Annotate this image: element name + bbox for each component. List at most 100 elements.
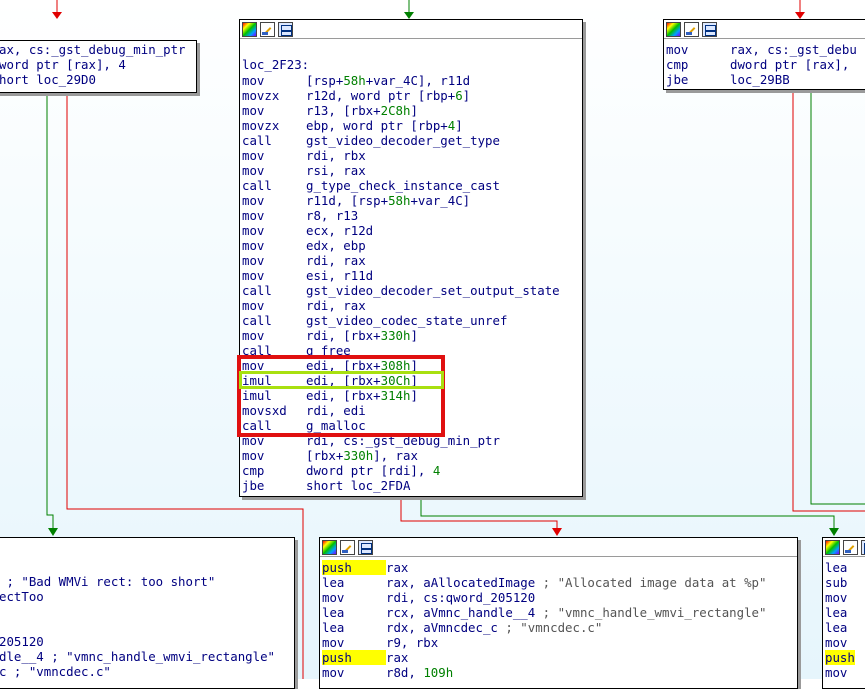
instruction-line[interactable]: sub [825, 575, 855, 590]
instruction-line[interactable]: push [825, 650, 855, 665]
edge-green [46, 92, 54, 530]
instruction-line[interactable]: hort loc_29D0 [0, 72, 186, 87]
operands: ecx, r12d [306, 223, 374, 238]
instruction-line[interactable]: word ptr [rax], 4 [0, 57, 186, 72]
mnemonic: mov [242, 163, 265, 178]
edge-red [66, 92, 304, 679]
color-palette-icon[interactable] [242, 21, 257, 37]
mnemonic: cmp [666, 57, 689, 72]
instruction-line[interactable]: mov[rsp+58h+var_4C], r11d [242, 73, 560, 88]
mnemonic: 205120 [0, 634, 44, 649]
mnemonic: mov [242, 208, 265, 223]
operands: rsi, rax [306, 163, 366, 178]
mnemonic: mov [242, 193, 265, 208]
mnemonic: call [242, 283, 272, 298]
color-palette-icon[interactable] [825, 539, 840, 555]
instruction-line[interactable]: c ; "vmncdec.c" [0, 664, 275, 679]
instruction-line[interactable] [0, 559, 275, 574]
instruction-line[interactable]: mov rsi, rax [242, 163, 560, 178]
color-palette-icon[interactable] [322, 539, 337, 555]
instruction-line[interactable]: lea [825, 560, 855, 575]
operands: esi, r11d [306, 268, 374, 283]
mnemonic: lea [322, 605, 345, 620]
operands: loc_29BB [730, 72, 790, 87]
instruction-line[interactable]: lea [825, 605, 855, 620]
instruction-line[interactable]: lea [825, 620, 855, 635]
group-nodes-icon[interactable] [702, 21, 717, 37]
operands: dword ptr [rax], [730, 57, 850, 72]
rename-node-icon[interactable] [843, 539, 858, 555]
arrowhead-green [404, 12, 414, 19]
instruction-line[interactable]: ax, cs:_gst_debug_min_ptr [0, 42, 186, 57]
instruction-line[interactable]: mov [825, 590, 855, 605]
rename-node-icon[interactable] [340, 539, 355, 555]
instruction-line[interactable]: cmp dword ptr [rax], [666, 57, 857, 72]
group-nodes-icon[interactable] [358, 539, 373, 555]
instruction-line[interactable]: dle__4 ; "vmnc_handle_wmvi_rectangle" [0, 649, 275, 664]
mnemonic: cmp [242, 463, 265, 478]
rename-node-icon[interactable] [684, 21, 699, 37]
mnemonic: mov [322, 590, 345, 605]
group-nodes-icon[interactable] [861, 539, 865, 555]
instruction-line[interactable] [0, 619, 275, 634]
instruction-line[interactable]: mov [825, 665, 855, 680]
instruction-line[interactable]: ectToo [0, 589, 275, 604]
rename-node-icon[interactable] [260, 21, 275, 37]
operands: rax, aAllocatedImage ; "Allocated image … [386, 575, 767, 590]
graph-node-bottom-left[interactable]: ; "Bad WMVi rect: too short"ectToo 205120… [0, 537, 295, 689]
operands: rdi, [rbx+330h] [306, 328, 418, 343]
color-palette-icon[interactable] [666, 21, 681, 37]
operands: ebp, word ptr [rbp+4] [306, 118, 463, 133]
operands: edi, [rbx+314h] [306, 388, 418, 403]
mnemonic: dle__4 ; "vmnc_handle_wmvi_rectangle" [0, 649, 276, 664]
instruction-line[interactable] [0, 604, 275, 619]
node-titlebar [320, 538, 797, 557]
mnemonic: lea [825, 620, 848, 635]
instruction-line[interactable]: mov [825, 635, 855, 650]
operands: short loc_2FDA [306, 478, 411, 493]
group-nodes-icon[interactable] [278, 21, 293, 37]
instruction-line[interactable]: mov[rbx+330h], rax [242, 448, 560, 463]
instruction-line[interactable]: 205120 [0, 634, 275, 649]
instruction-line[interactable]: ; "Bad WMVi rect: too short" [0, 574, 275, 589]
